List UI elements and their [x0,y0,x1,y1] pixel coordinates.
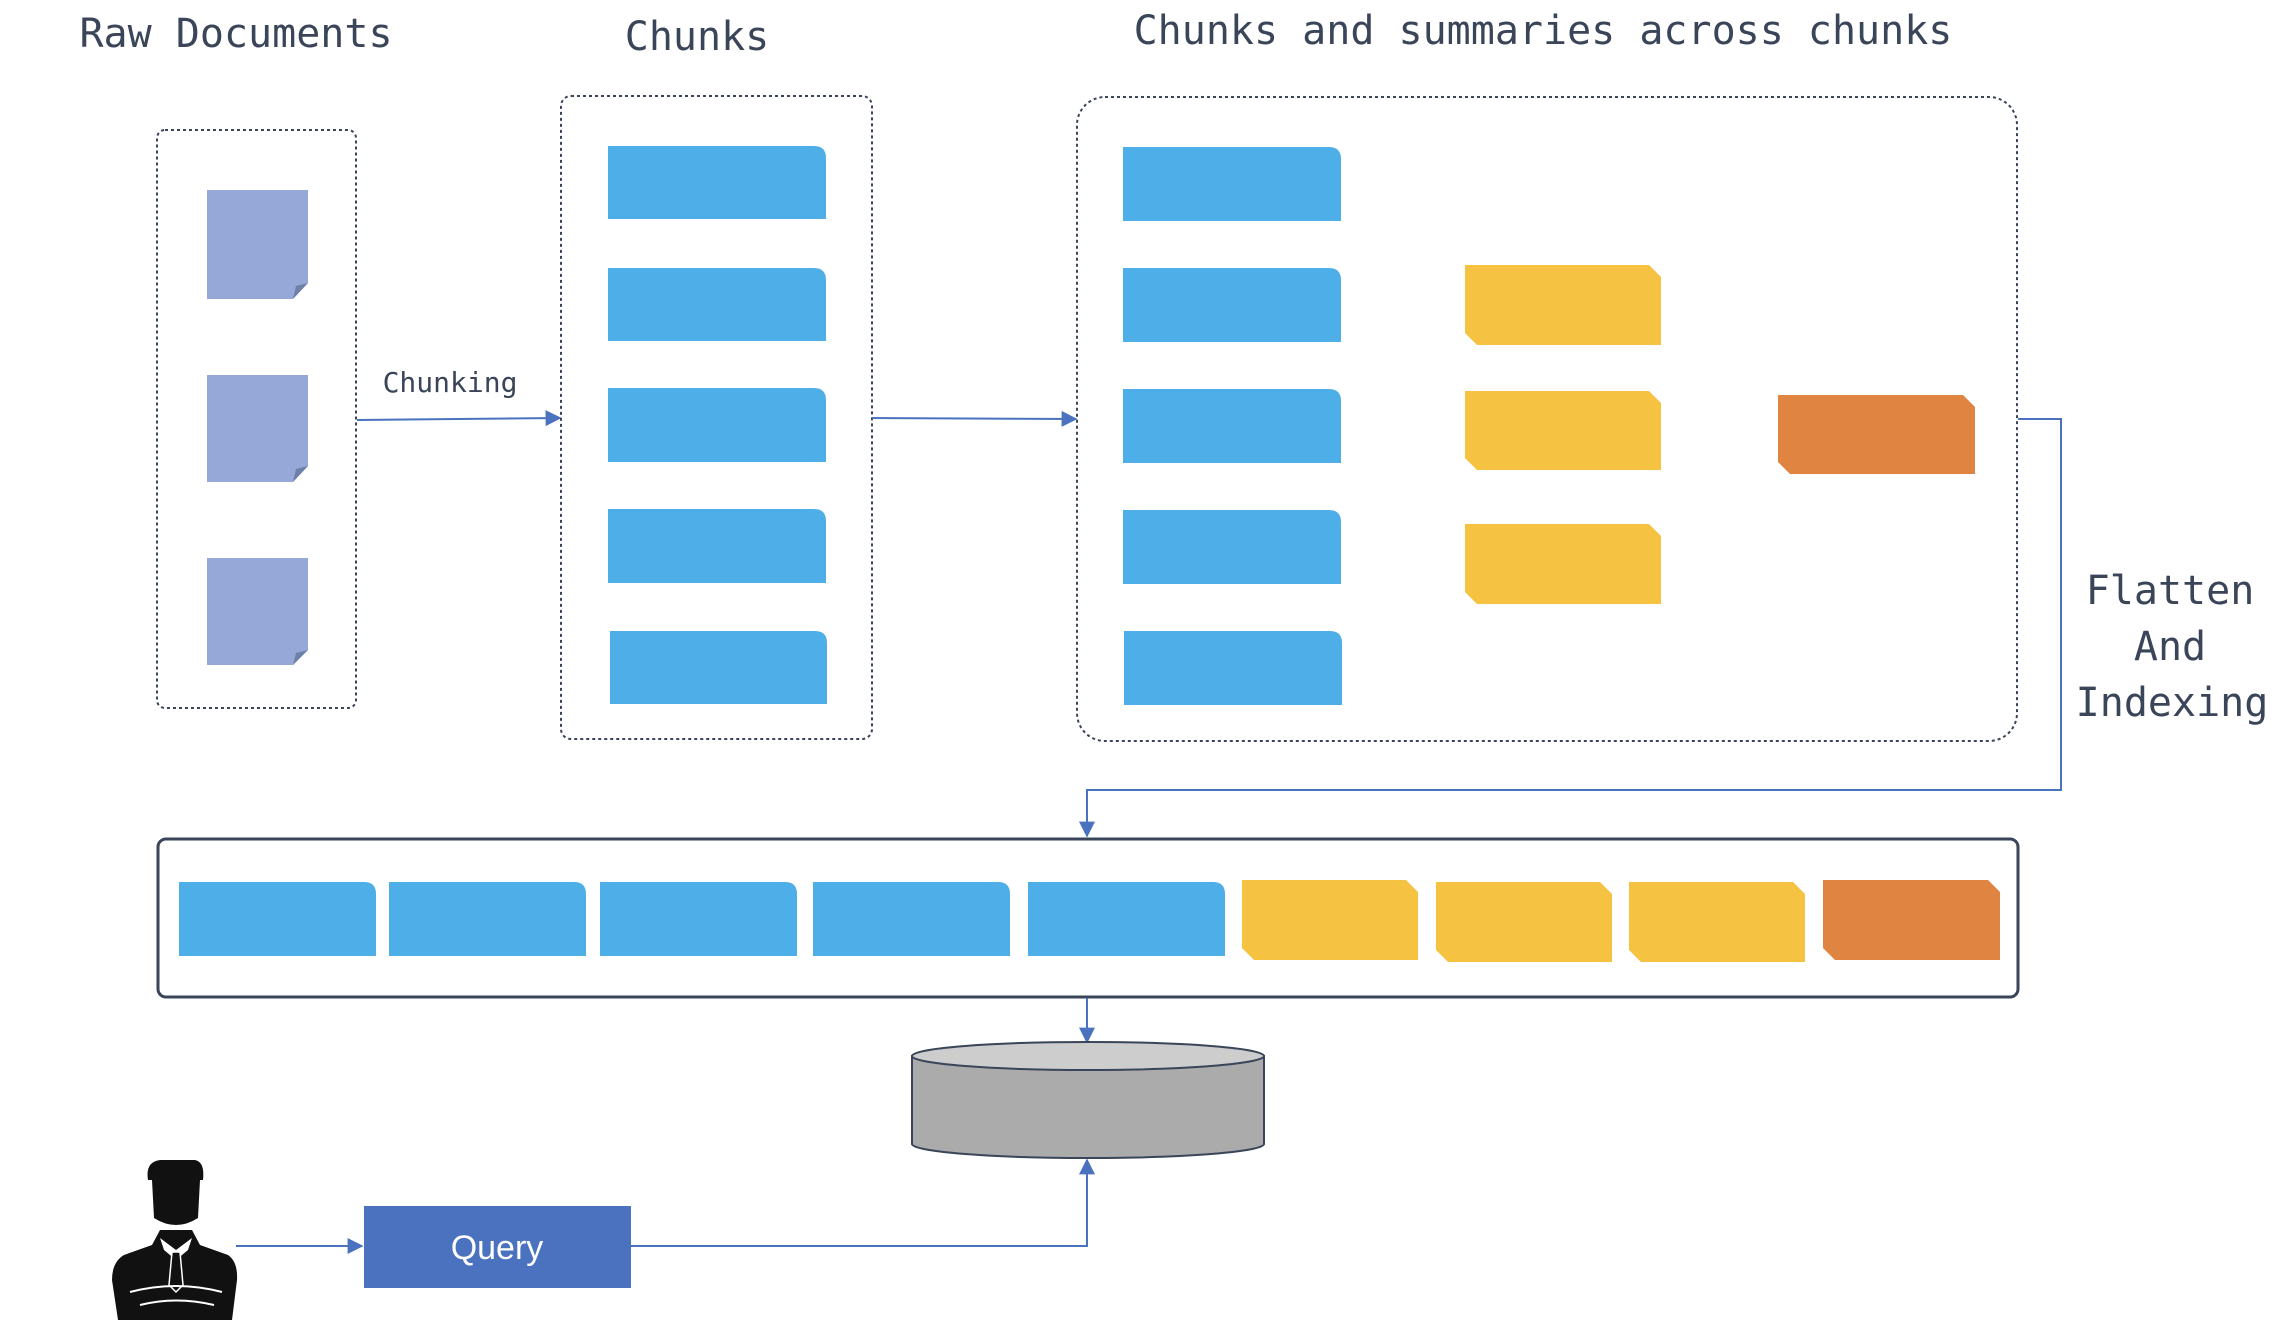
chunk-block [1123,510,1341,584]
query-button[interactable]: Query [364,1206,631,1288]
flatten-label-line1: Flatten [2086,568,2255,614]
flat-chunk-block [179,882,376,956]
flat-chunk-block [1028,882,1225,956]
chunks-title: Chunks [625,14,770,60]
chunks-summaries-title: Chunks and summaries across chunks [1134,8,1953,54]
flattened-index-row [156,837,2020,999]
chunks-to-summaries-arrow [871,410,1078,427]
flat-summary-block-level2 [1823,880,2000,960]
flat-summary-block-level1 [1242,880,1418,960]
chunk-block [610,631,827,704]
flat-summary-block-level1 [1629,882,1805,962]
summary-block-level1 [1465,524,1661,604]
raw-documents-title: Raw Documents [79,11,392,57]
query-to-database-arrow [631,1158,1095,1247]
chunking-arrow [356,410,562,427]
document-icon [207,375,308,482]
summary-block-level2 [1778,395,1975,474]
flatten-connector [1079,418,2062,838]
chunk-block [608,146,826,219]
chunk-block [1123,147,1341,221]
flat-chunk-block [813,882,1010,956]
chunk-block [608,268,826,341]
query-label: Query [451,1229,544,1267]
chunk-block [608,509,826,583]
flat-summary-block-level1 [1436,882,1612,962]
user-icon [112,1160,238,1320]
chunk-block [1124,631,1342,705]
document-icon [207,558,308,665]
chunk-block [608,388,826,462]
flatten-label-line2: And [2134,624,2206,670]
chunk-block [1123,389,1341,463]
chunk-block [1123,268,1341,342]
flatten-label-line3: Indexing [2076,680,2269,726]
chunks-group [560,95,873,740]
flat-chunk-block [389,882,586,956]
document-icon [207,190,308,299]
summary-block-level1 [1465,265,1661,345]
chunking-label: Chunking [383,366,518,399]
summary-block-level1 [1465,391,1661,470]
flat-chunk-block [600,882,797,956]
raw-documents-group [156,129,357,709]
database-icon [911,1041,1265,1159]
